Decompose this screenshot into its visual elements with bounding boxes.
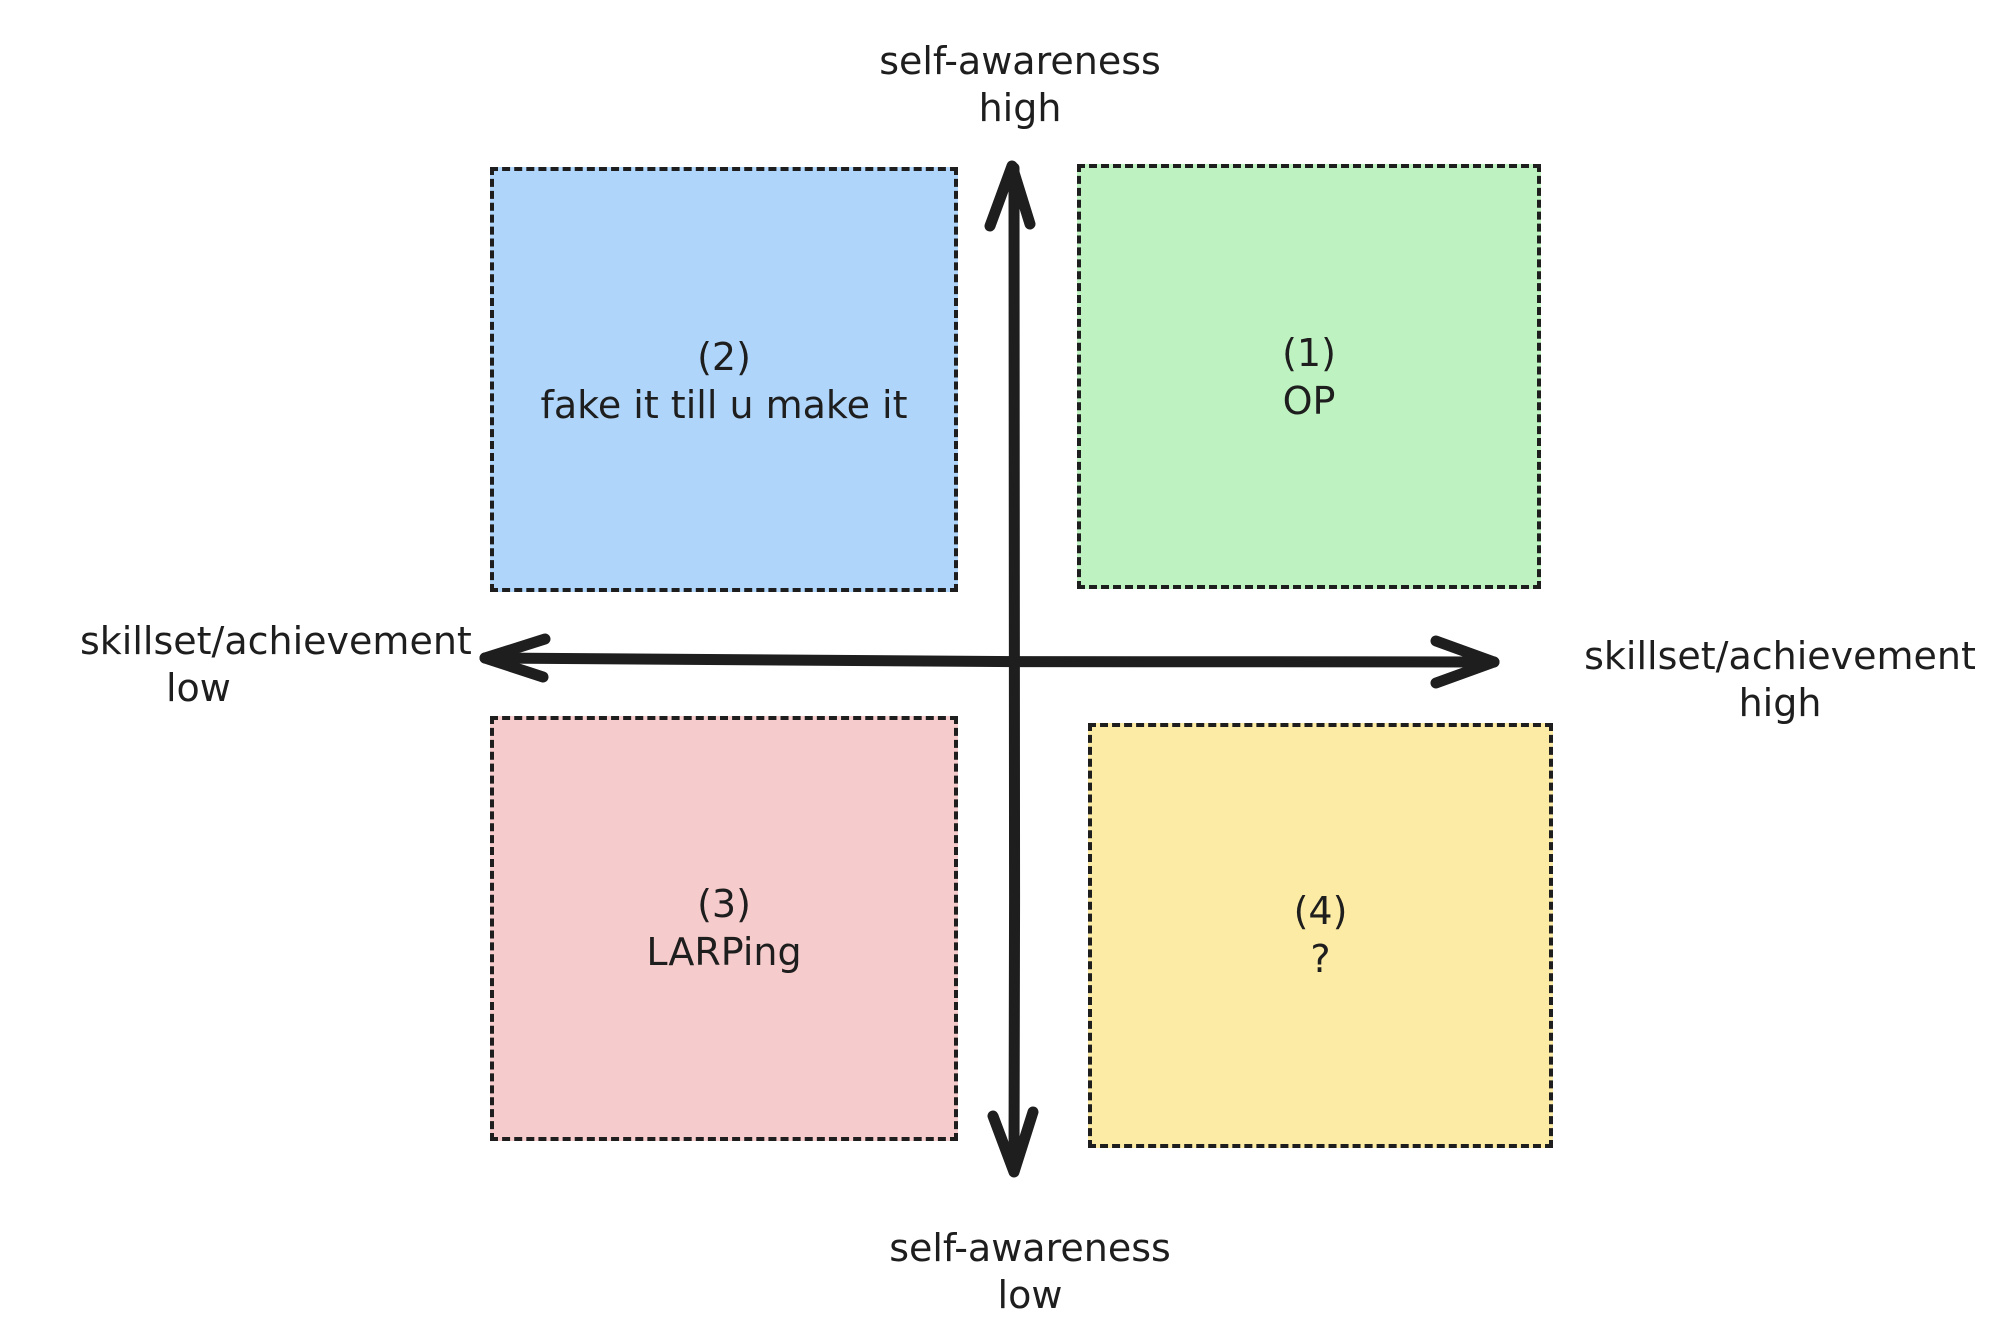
horizontal-axis-line [479,652,1500,668]
quadrant-3-box: (3) LARPing [490,716,958,1141]
quadrant-4-number: (4) [1293,889,1348,933]
quadrant-2-number: (2) [697,335,751,379]
axis-label-bottom-line1: self-awareness [889,1226,1171,1270]
axis-label-right: skillset/achievement high [1560,633,2000,727]
quadrant-1-label: OP [1282,379,1336,423]
axis-label-top: self-awareness high [860,38,1180,132]
quadrant-2-box: (2) fake it till u make it [490,167,958,592]
quadrant-2-text: (2) fake it till u make it [494,333,954,429]
axis-label-right-line2: high [1738,681,1822,725]
quadrant-3-label: LARPing [646,930,802,974]
horizontal-axis-arrow-right [1430,635,1500,689]
axis-label-right-line1: skillset/achievement [1584,634,1976,678]
quadrant-2-label: fake it till u make it [540,383,908,427]
quadrant-1-number: (1) [1282,331,1336,375]
quadrant-3-text: (3) LARPing [494,880,954,976]
quadrant-4-label: ? [1310,937,1331,981]
quadrant-1-box: (1) OP [1077,164,1541,589]
axis-label-top-line2: high [978,86,1062,130]
horizontal-axis-arrow-left [479,633,551,683]
vertical-axis-line [1007,162,1021,1176]
axis-label-left-line2: low [166,666,231,710]
quadrant-3-number: (3) [697,882,751,926]
vertical-axis-arrow-up [984,160,1036,232]
quadrant-1-text: (1) OP [1081,329,1537,425]
axis-label-top-line1: self-awareness [879,39,1161,83]
axis-label-left: skillset/achievement low [80,618,472,712]
quadrant-4-box: (4) ? [1088,723,1553,1148]
axis-label-bottom-line2: low [997,1273,1063,1317]
axis-label-bottom: self-awareness low [870,1225,1190,1319]
vertical-axis-arrow-down [987,1106,1039,1178]
quadrant-4-text: (4) ? [1092,887,1549,983]
axis-label-left-line1: skillset/achievement [80,619,472,663]
